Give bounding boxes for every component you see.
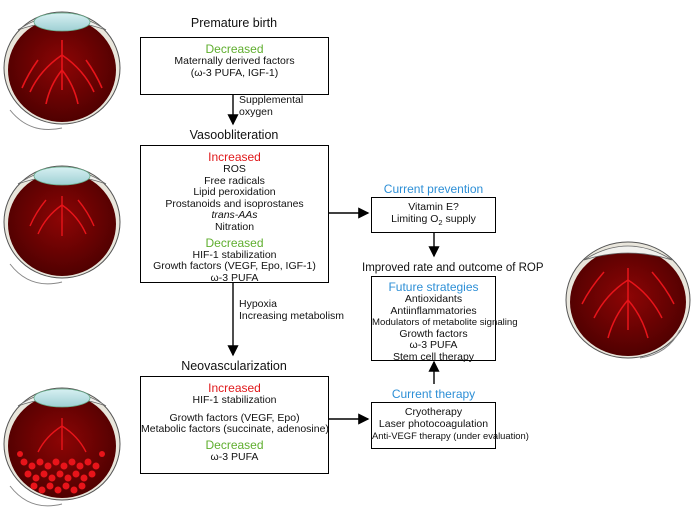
future-strategy-item: Antioxidants [404,293,463,305]
premature-birth-box: Decreased Maternally derived factors (ω-… [140,37,329,95]
neo-increased-item: Metabolic factors (succinate, adenosine) [141,423,329,436]
therapy-item: Anti-VEGF therapy (under evaluation) [372,430,529,442]
vaso-increased-item: Free radicals [204,174,265,187]
future-strategy-item: ω-3 PUFA [409,339,458,352]
vaso-increased-item: ROS [223,163,246,175]
vaso-decreased-item: ω-3 PUFA [210,271,259,284]
therapy-item: Laser photocoagulation [378,417,489,430]
current-therapy-box: Cryotherapy Laser photocoagulation Anti-… [371,402,529,449]
future-strategies-box: Future strategies Antioxidants Antiinfla… [371,276,518,363]
neovascularization-heading: Neovascularization [181,359,287,373]
current-prevention-box: Vitamin E? Limiting O2 supply [371,197,496,233]
note-line: Supplemental [239,94,304,106]
future-strategies-heading: Future strategies [388,280,479,294]
future-strategy-item: Growth factors [399,327,468,340]
vaso-increased-item: Nitration [214,220,255,233]
vaso-increased-item: Lipid peroxidation [193,186,276,199]
decreased-label: Decreased [205,437,264,452]
neovascularization-box: Increased HIF-1 stabilization Growth fac… [140,376,329,474]
increased-label: Increased [208,150,261,164]
note-line: Hypoxia [239,298,277,310]
eye-treated-icon [565,241,691,359]
future-strategy-item: Stem cell therapy [392,350,475,363]
vitamin-e-line: Vitamin E? [408,201,459,213]
note-line: Increasing metabolism [239,310,345,322]
future-strategy-item: Modulators of metabolite signaling [372,317,518,329]
note-line: oxygen [239,106,273,118]
decreased-label: Decreased [205,235,264,250]
o2-subscript: 2 [438,217,443,227]
neo-increased-item: HIF-1 stabilization [192,394,277,406]
future-strategy-item: Antiinflammatories [390,304,477,317]
vaso-decreased-item: Growth factors (VEGF, Epo, IGF-1) [153,260,316,273]
hypoxia-note: Hypoxia Increasing metabolism [239,298,344,322]
vasoobliteration-heading: Vasoobliteration [189,128,279,142]
premature-birth-heading: Premature birth [190,16,278,30]
maternal-factors-detail: (ω-3 PUFA, IGF-1) [190,66,279,79]
vaso-decreased-item: HIF-1 stabilization [192,248,277,261]
eye-premature-icon [3,11,121,130]
increased-label: Increased [208,381,261,395]
improved-outcome-heading: Improved rate and outcome of ROP [362,262,544,274]
eye-vasoobliteration-icon [3,165,121,285]
decreased-label: Decreased [205,42,264,56]
eye-neovascularization-icon [3,387,121,507]
maternal-factors-line: Maternally derived factors [174,55,295,67]
current-therapy-heading: Current therapy [391,387,476,401]
neo-decreased-item: ω-3 PUFA [210,450,259,463]
neo-increased-item: Growth factors (VEGF, Epo) [169,411,300,424]
o2-text-tail: supply [442,212,476,225]
vasoobliteration-box: Increased ROS Free radicals Lipid peroxi… [140,145,329,283]
therapy-item: Cryotherapy [404,406,463,418]
vaso-increased-item: Prostanoids and isoprostanes [165,197,304,210]
current-prevention-heading: Current prevention [383,182,484,196]
limiting-o2-line: Limiting O2 supply [372,212,495,229]
vaso-increased-item: trans-AAs [211,209,258,222]
supplemental-oxygen-note: Supplemental oxygen [239,94,303,118]
o2-text: Limiting O [391,212,439,225]
